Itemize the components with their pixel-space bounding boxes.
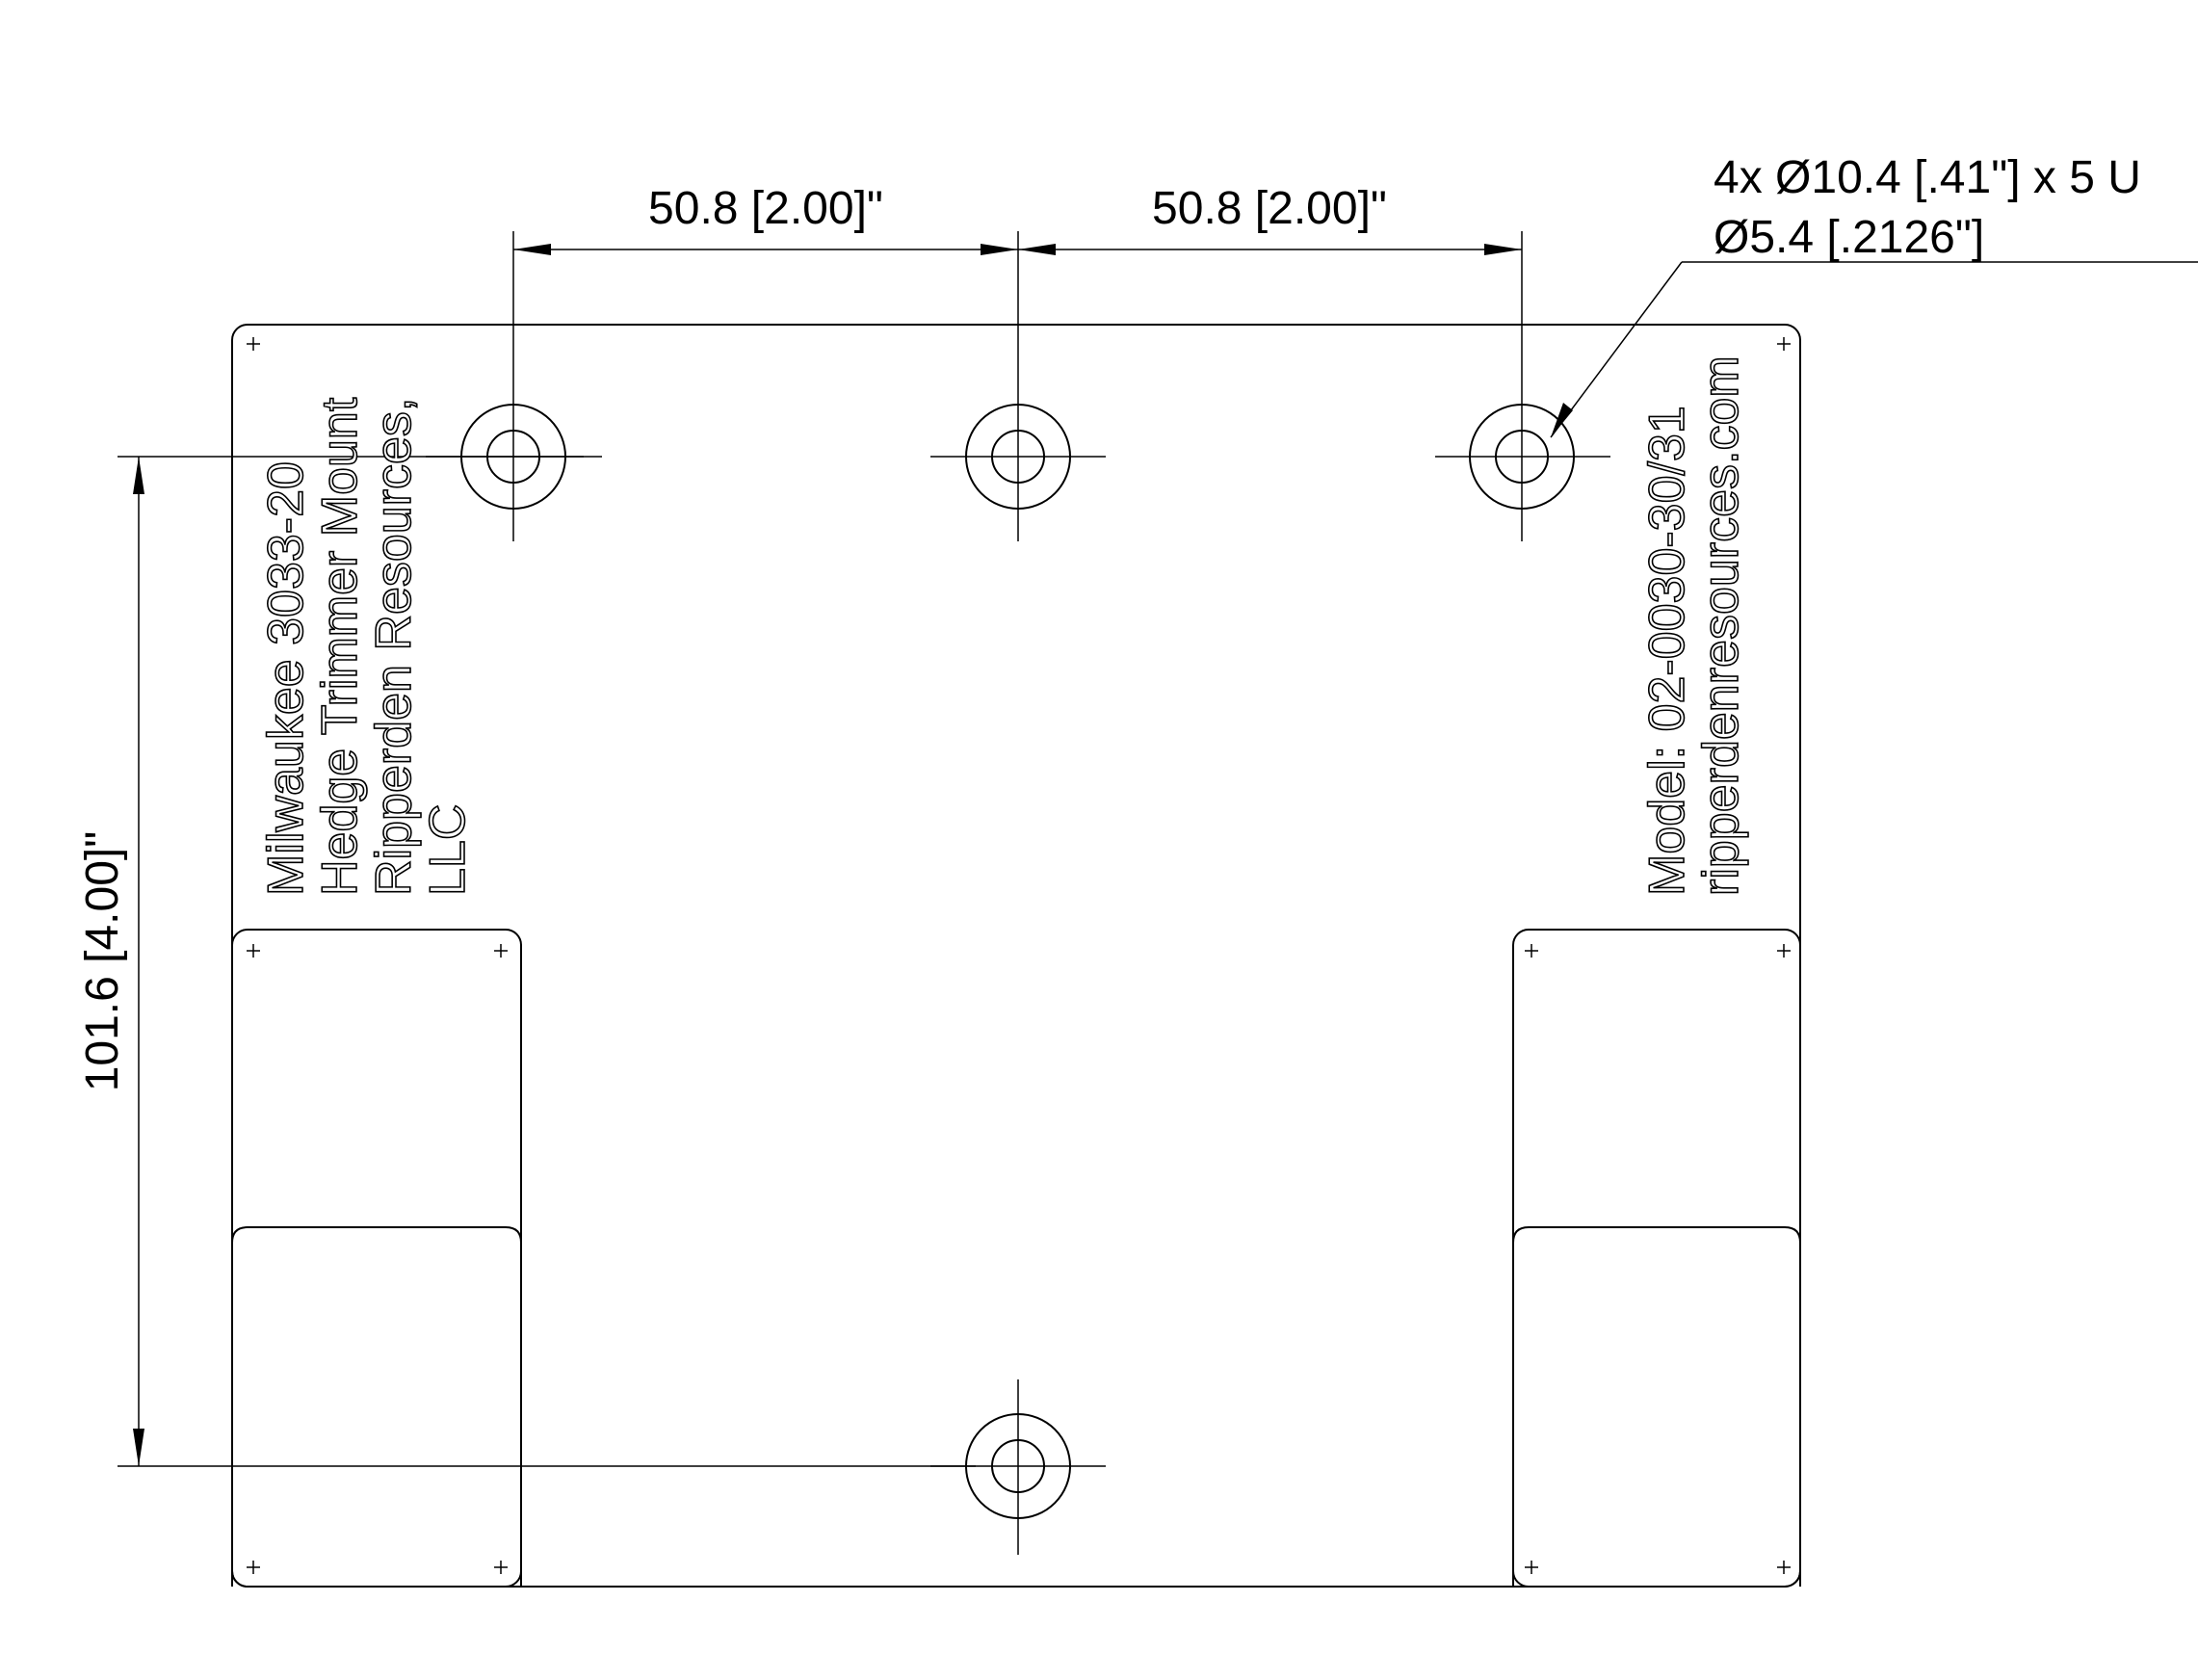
plate-outline xyxy=(231,324,1801,1588)
hole-top-right xyxy=(1435,231,1610,541)
engraving-right-line-2: ripperdenresources.com xyxy=(1693,355,1749,896)
engraving-left-line-2: Hedge Trimmer Mount xyxy=(312,397,368,896)
dimension-horizontal xyxy=(513,244,1522,255)
engraving-right-line-1: Model: 02-0030-30/31 xyxy=(1639,406,1695,896)
pad-right-upper xyxy=(1512,929,1801,1588)
pad-left-upper xyxy=(231,929,522,1588)
hole-callout-line2: Ø5.4 [.2126"] xyxy=(1714,212,1984,263)
dim-label-vertical: 101.6 [4.00]" xyxy=(77,831,128,1092)
dimension-vertical xyxy=(118,456,976,1467)
dim-label-right: 50.8 [2.00]" xyxy=(1152,183,1387,234)
pad-left-lower xyxy=(231,1226,522,1587)
engraving-left-line-4: LLC xyxy=(420,804,476,896)
engraving-right: Model: 02-0030-30/31 ripperdenresources.… xyxy=(1638,354,1750,896)
hole-bottom-center xyxy=(930,1379,1106,1555)
engraving-left-line-1: Milwaukee 3033-20 xyxy=(258,461,314,896)
engraving-left: Milwaukee 3033-20 Hedge Trimmer Mount Ri… xyxy=(257,396,477,896)
engraving-left-line-3: Ripperden Resources, xyxy=(366,398,422,896)
hole-callout-leader xyxy=(1550,261,2198,438)
corner-marks xyxy=(247,337,1791,1574)
dim-label-left: 50.8 [2.00]" xyxy=(648,183,883,234)
hole-top-left xyxy=(426,231,602,541)
pad-right-lower xyxy=(1512,1226,1801,1587)
hole-callout-line1: 4x Ø10.4 [.41"] x 5 U xyxy=(1714,152,2141,203)
hole-top-center xyxy=(930,231,1106,541)
